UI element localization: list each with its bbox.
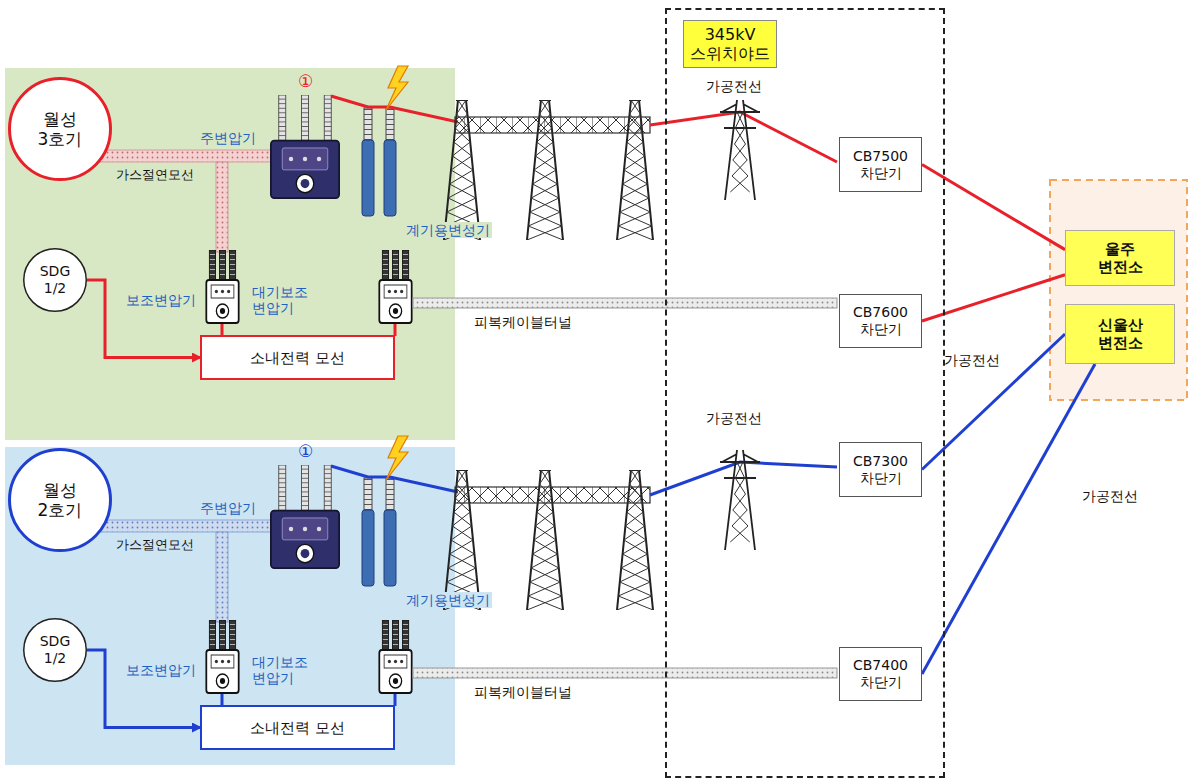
breaker-box: CB7500 차단기 (839, 137, 922, 192)
unit3-area (5, 68, 455, 440)
power-line (922, 364, 1095, 674)
node-text: 신울산 변전소 (1092, 316, 1148, 352)
unit3-equipment (100, 66, 837, 336)
equipment-label: 보조변압기 (126, 292, 196, 308)
equipment-label: 주변압기 (200, 500, 256, 516)
node-text: 345kV 스위치야드 (683, 20, 777, 68)
node-text: CB7600 차단기 (846, 304, 916, 338)
equipment-label: 가스절연모선 (116, 168, 194, 183)
substation-area (1050, 180, 1187, 400)
substation-box: 울주 변전소 (1065, 230, 1175, 286)
node-text: 소내전력 모선 (250, 719, 345, 737)
power-line (87, 650, 200, 728)
node-text: 소내전력 모선 (250, 349, 345, 367)
equipment-label: 보조변압기 (126, 662, 196, 678)
equipment-label: 대기보조 변압기 (252, 284, 316, 316)
breaker-box: CB7300 차단기 (839, 442, 922, 497)
line-label: 가공전선 (706, 410, 762, 426)
reactor-unit-circle: 월성 2호기 (8, 448, 112, 552)
node-text: 월성 3호기 (30, 109, 90, 150)
switchyard-region: 345kV 스위치야드 CB7500 차단기 CB7600 차단기 CB7300 차단… (665, 8, 945, 778)
callout-number: ① (298, 442, 313, 462)
unit2-equipment (100, 436, 837, 706)
equipment-label: 대기보조 변압기 (252, 654, 316, 686)
equipment-label: 계기용변성기 (404, 222, 492, 238)
generator-circle: SDG 1/2 (23, 248, 87, 312)
node-text: 월성 2호기 (30, 480, 90, 521)
substation-box: 신울산 변전소 (1065, 304, 1175, 364)
power-line (87, 280, 200, 358)
node-text: SDG 1/2 (34, 263, 76, 297)
line-label: 가공전선 (706, 78, 762, 94)
node-text: CB7500 차단기 (846, 148, 916, 182)
cable-label: 피복케이블터널 (474, 684, 572, 700)
power-bus-box: 소내전력 모선 (200, 705, 395, 750)
cable-label: 피복케이블터널 (474, 314, 572, 330)
generator-circle: SDG 1/2 (23, 618, 87, 682)
line-label: 가공전선 (944, 352, 1000, 368)
node-text: CB7400 차단기 (846, 657, 916, 691)
equipment-label: 계기용변성기 (404, 592, 492, 608)
unit2-area (5, 447, 455, 765)
node-text: 울주 변전소 (1094, 240, 1146, 276)
equipment-label: 주변압기 (200, 130, 256, 146)
line-label: 가공전선 (1082, 488, 1138, 504)
callout-number: ① (298, 72, 313, 92)
breaker-box: CB7600 차단기 (839, 294, 922, 348)
node-text: CB7300 차단기 (846, 453, 916, 487)
breaker-box: CB7400 차단기 (839, 647, 922, 701)
power-bus-box: 소내전력 모선 (200, 335, 395, 380)
reactor-unit-circle: 월성 3호기 (8, 77, 112, 181)
equipment-label: 가스절연모선 (116, 538, 194, 553)
node-text: SDG 1/2 (34, 633, 76, 667)
